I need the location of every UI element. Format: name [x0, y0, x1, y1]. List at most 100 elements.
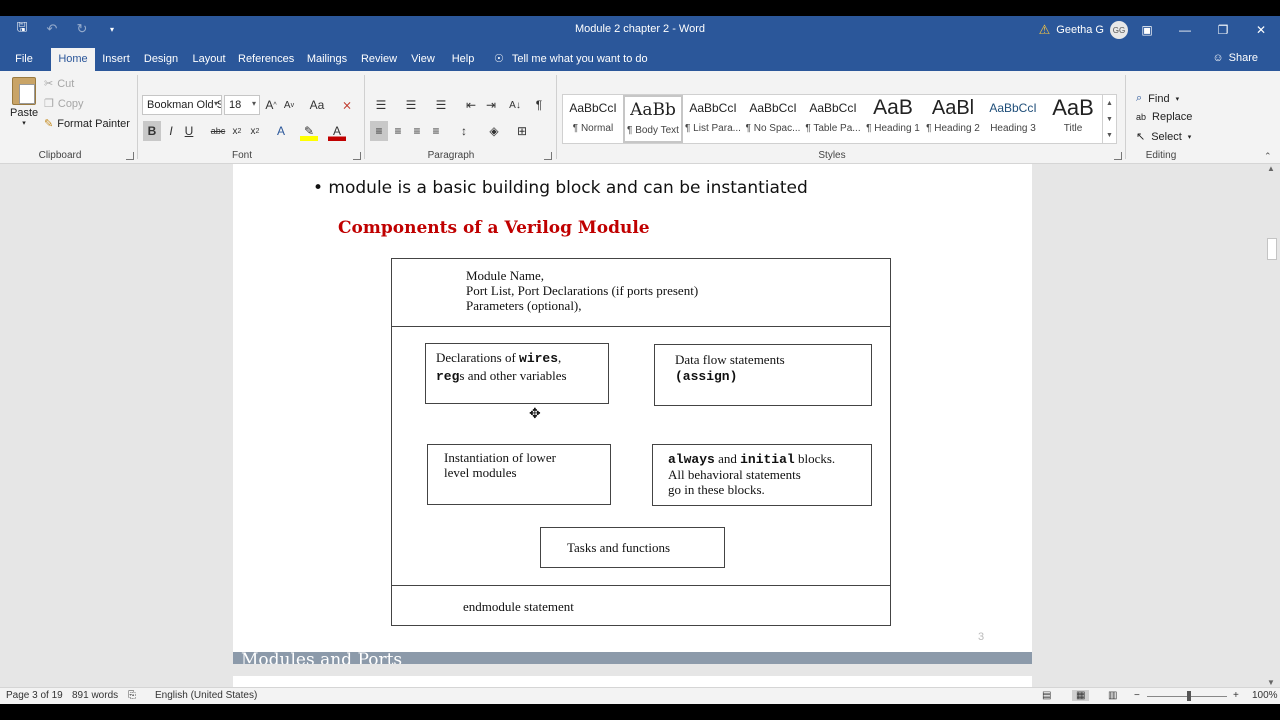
- tab-layout[interactable]: Layout: [192, 53, 226, 65]
- copy-button[interactable]: ❐ Copy: [44, 97, 84, 111]
- paragraph-launcher-icon[interactable]: [544, 152, 552, 160]
- ribbon-display-options-icon[interactable]: ▣: [1141, 23, 1153, 37]
- style-sample: AaB: [1052, 95, 1094, 120]
- shading-icon[interactable]: ◈: [489, 124, 499, 138]
- tell-me-search[interactable]: ☉ Tell me what you want to do: [494, 52, 648, 66]
- clipboard-launcher-icon[interactable]: [126, 152, 134, 160]
- zoom-slider-thumb[interactable]: [1187, 691, 1191, 701]
- scroll-thumb[interactable]: [1267, 238, 1277, 260]
- close-button[interactable]: ✕: [1255, 23, 1267, 37]
- style-list-paragraph[interactable]: AaBbCcI ¶ List Para...: [683, 95, 743, 143]
- redo-icon[interactable]: ↻: [76, 21, 88, 36]
- underline-button[interactable]: U: [184, 124, 194, 138]
- user-name: Geetha G: [1056, 24, 1104, 36]
- more-styles-icon[interactable]: ▼: [1106, 131, 1113, 139]
- styles-scrollbar[interactable]: ▲ ▼ ▼: [1102, 95, 1116, 143]
- format-painter-button[interactable]: ✎ Format Painter: [44, 117, 130, 131]
- pointer-icon: ↖: [1136, 131, 1146, 143]
- show-formatting-icon[interactable]: ¶: [535, 98, 543, 112]
- proofing-icon[interactable]: ⎘: [128, 690, 136, 701]
- align-left-icon[interactable]: ≡: [370, 121, 388, 141]
- cut-button[interactable]: ✂ Cut: [44, 77, 74, 91]
- vertical-scrollbar[interactable]: ▲ ▼: [1264, 164, 1280, 687]
- tab-view[interactable]: View: [411, 53, 435, 65]
- scroll-up-icon[interactable]: ▲: [1267, 164, 1275, 173]
- highlight-icon[interactable]: ✎: [300, 121, 318, 141]
- document-title: Module 2 chapter 2 - Word: [574, 23, 706, 35]
- page-count[interactable]: Page 3 of 19: [6, 690, 63, 701]
- minimize-button[interactable]: —: [1179, 23, 1191, 37]
- align-center-icon[interactable]: ≡: [394, 124, 402, 138]
- paste-button[interactable]: Paste ▾: [10, 74, 38, 127]
- zoom-in-icon[interactable]: +: [1233, 690, 1239, 701]
- tab-references[interactable]: References: [238, 53, 295, 65]
- style-table-paragraph[interactable]: AaBbCcI ¶ Table Pa...: [803, 95, 863, 143]
- share-button[interactable]: ☺ Share: [1212, 52, 1258, 64]
- style-title[interactable]: AaB Title: [1043, 95, 1103, 143]
- tab-mailings[interactable]: Mailings: [306, 53, 348, 65]
- borders-icon[interactable]: ⊞: [516, 124, 528, 138]
- font-family-combo[interactable]: Bookman Old S ▾: [142, 95, 222, 115]
- undo-icon[interactable]: ↶: [46, 21, 58, 36]
- change-case-icon[interactable]: Aa: [309, 98, 325, 112]
- line-spacing-icon[interactable]: ↕: [461, 124, 467, 138]
- style-heading-1[interactable]: AaB ¶ Heading 1: [863, 95, 923, 143]
- justify-icon[interactable]: ≡: [432, 124, 440, 138]
- chevron-up-icon[interactable]: ▲: [1106, 99, 1113, 107]
- styles-launcher-icon[interactable]: [1114, 152, 1122, 160]
- word-count[interactable]: 891 words: [72, 690, 119, 701]
- save-icon[interactable]: 🖫: [16, 19, 28, 34]
- tab-home[interactable]: Home: [51, 48, 95, 71]
- grow-font-icon[interactable]: A^: [265, 98, 277, 112]
- italic-button[interactable]: I: [169, 124, 173, 138]
- user-account[interactable]: ⚠ Geetha G GG: [1039, 21, 1128, 39]
- text-effects-icon[interactable]: A: [276, 124, 285, 138]
- restore-button[interactable]: ❐: [1217, 23, 1229, 37]
- language[interactable]: English (United States): [155, 690, 258, 701]
- align-right-icon[interactable]: ≡: [413, 124, 421, 138]
- paragraph-group-label: Paragraph: [427, 150, 475, 161]
- clear-formatting-icon[interactable]: ⨯: [341, 98, 353, 112]
- multilevel-list-icon[interactable]: ☰: [435, 98, 447, 112]
- document-page[interactable]: • module is a basic building block and c…: [233, 164, 1032, 652]
- tab-review[interactable]: Review: [360, 53, 398, 65]
- select-button[interactable]: ↖ Select ▾: [1136, 130, 1191, 144]
- customize-toolbar-icon[interactable]: ▾: [109, 24, 114, 34]
- zoom-level[interactable]: 100%: [1252, 690, 1278, 701]
- tab-help[interactable]: Help: [451, 53, 475, 65]
- style-heading-2[interactable]: AaBl ¶ Heading 2: [923, 95, 983, 143]
- strikethrough-button[interactable]: abc: [210, 126, 226, 136]
- tab-design[interactable]: Design: [143, 53, 179, 65]
- instantiation-line1: Instantiation of lower: [444, 450, 556, 465]
- decrease-indent-icon[interactable]: ⇤: [465, 98, 477, 112]
- font-color-icon[interactable]: A: [328, 121, 346, 141]
- style-no-spacing[interactable]: AaBbCcI ¶ No Spac...: [743, 95, 803, 143]
- font-launcher-icon[interactable]: [353, 152, 361, 160]
- style-body-text[interactable]: AaBb ¶ Body Text: [623, 95, 683, 143]
- font-size-combo[interactable]: 18 ▾: [224, 95, 260, 115]
- tab-insert[interactable]: Insert: [102, 53, 130, 65]
- numbering-icon[interactable]: ☰: [405, 98, 417, 112]
- clipboard-icon: [12, 77, 36, 105]
- replace-button[interactable]: ab Replace: [1136, 111, 1192, 123]
- bullets-icon[interactable]: ☰: [375, 98, 387, 112]
- style-normal[interactable]: AaBbCcI ¶ Normal: [563, 95, 623, 143]
- style-sample: AaBbCcI: [749, 101, 797, 115]
- tab-file[interactable]: File: [15, 53, 33, 65]
- bold-button[interactable]: B: [143, 121, 161, 141]
- collapse-ribbon-icon[interactable]: ⌃: [1264, 151, 1272, 161]
- zoom-out-icon[interactable]: −: [1134, 690, 1140, 701]
- sort-icon[interactable]: A↓: [509, 99, 521, 111]
- scroll-down-icon[interactable]: ▼: [1267, 678, 1275, 687]
- print-layout-icon[interactable]: ▦: [1072, 690, 1090, 701]
- web-layout-icon[interactable]: ▥: [1108, 690, 1118, 701]
- increase-indent-icon[interactable]: ⇥: [485, 98, 497, 112]
- chevron-down-icon[interactable]: ▼: [1106, 115, 1113, 123]
- share-label: Share: [1228, 52, 1258, 64]
- find-button[interactable]: ⌕ Find ▾: [1136, 92, 1179, 105]
- style-heading-3[interactable]: AaBbCcI Heading 3: [983, 95, 1043, 143]
- read-mode-icon[interactable]: ▤: [1042, 690, 1052, 701]
